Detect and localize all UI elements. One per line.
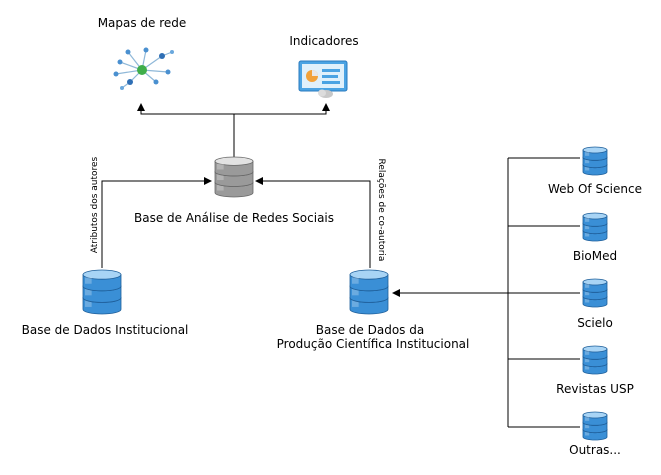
author-attributes-edge-label: Atributos dos autores [90, 156, 100, 254]
institutional-database-label: Base de Dados Institucional [21, 323, 189, 337]
edge-production-to-social [255, 177, 371, 268]
edge-institutional-to-social [101, 177, 212, 268]
edge-social-to-outputs [137, 103, 235, 157]
edge-social-to-indicators [234, 103, 330, 115]
source-label-outras: Outras... [569, 443, 621, 457]
coauthorship-edge-label: Relações de co-autoria [376, 158, 386, 262]
source-database-icon [582, 146, 608, 176]
indicators-label: Indicadores [289, 34, 359, 48]
institutional-database-icon [82, 269, 122, 315]
source-database-icon [582, 345, 608, 375]
social-analysis-label: Base de Análise de Redes Sociais [133, 211, 335, 225]
network-map-icon [113, 47, 174, 90]
source-label-web-of-science: Web Of Science [548, 182, 642, 196]
source-label-revistas-usp: Revistas USP [556, 382, 634, 396]
source-label-scielo: Scielo [577, 316, 613, 330]
indicators-icon [298, 60, 348, 98]
network-maps-label: Mapas de rede [97, 16, 187, 30]
source-database-icon [582, 278, 608, 308]
source-database-icon [582, 411, 608, 441]
production-database-icon [349, 269, 389, 315]
source-label-biomed: BioMed [572, 249, 618, 263]
source-database-icon [582, 212, 608, 242]
production-database-label-line2: Produção Científica Institucional [276, 337, 470, 351]
social-analysis-database-icon [214, 156, 254, 198]
production-database-label-line1: Base de Dados da [315, 323, 425, 337]
